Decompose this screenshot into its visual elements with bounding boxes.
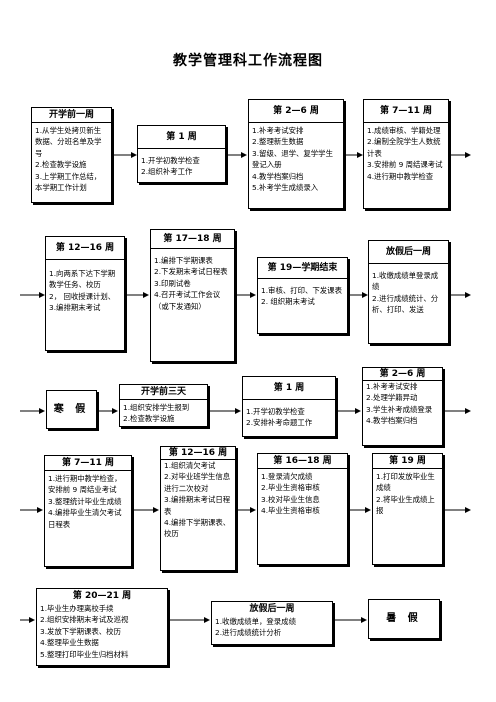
stage-item: 2.进行成绩统计、分析、打印、发送: [372, 293, 439, 315]
stage-header: 放假后一周: [369, 241, 448, 264]
stage-header: 开学前一周: [32, 108, 111, 123]
stage-item: 3.印刷试卷: [154, 278, 191, 288]
stage-item: 1.审核、打印、下发课表: [261, 286, 342, 295]
stage-box-week-20-21: 第 20—21 周 1.毕业生办理离校手续 2.组织安排期末考试及巡视 3.发放…: [36, 588, 168, 666]
stage-item: 3.编排期末考试日程表: [164, 495, 231, 516]
stage-header: 第 16—18 周: [258, 454, 347, 469]
stage-header: 第 1 周: [138, 126, 225, 149]
stage-item: 5.整理打印毕业生归档材料: [40, 649, 129, 659]
stage-item: 4.毕业生资格审核: [261, 506, 320, 516]
stage-item: 2， 回收授课计划、: [49, 291, 116, 301]
stage-header: 第 12—16 周: [46, 237, 124, 260]
stage-header: 放假后一周: [249, 604, 295, 614]
stage-box-post-exam-week-summer: 放假后一周 1.收缴成绩单，登录成绩 2.进行成绩统计分析: [211, 601, 333, 645]
stage-item: 1.补考考试安排: [366, 382, 418, 391]
stage-item: 2.处理学籍异动: [366, 393, 418, 403]
stage-item: 4.进行期中教学检查: [367, 171, 434, 181]
stage-item: 5.补考学生成绩录入: [252, 183, 319, 193]
stage-box-pre-semester: 开学前一周 1.从学生处拷贝新生数据、分班名单及学号 2.检查教学设施 3.上学…: [31, 107, 112, 203]
stage-box-summer-break: 暑 假: [368, 599, 440, 639]
stage-item: 1.毕业生办理离校手续: [40, 604, 114, 613]
stage-item: 1.补考考试安排: [252, 126, 304, 135]
stage-box-winter-break: 寒 假: [46, 390, 97, 429]
stage-item: 2.毕业生资格审核: [261, 483, 320, 493]
stage-item: 1.编排下学期课表: [154, 256, 213, 265]
stage-item: 2.将毕业生成绩上报: [376, 494, 435, 516]
stage-box-post-exam-week: 放假后一周 1.收缴成绩单登录成绩 2.进行成绩统计、分析、打印、发送: [368, 240, 449, 344]
stage-header: 第 7—11 周: [364, 100, 448, 123]
stage-item: 4.编排毕业生清欠考试日程表: [48, 508, 122, 529]
stage-item: 1.进行期中教学检查，安排前 9 周结业考试: [48, 474, 122, 495]
stage-box-week-16-18: 第 16—18 周 1.登录清欠成绩 2.毕业生资格审核 3.校对毕业生信息 4…: [257, 453, 348, 565]
stage-box-week-7-11: 第 7—11 周 1.成绩审核、学籍处理 2.编制全院学生人数统计表 3.安排前…: [363, 99, 449, 209]
stage-item: 3.上学期工作总结，本学期工作计划: [35, 171, 102, 193]
stage-item: 1.成绩审核、学籍处理: [367, 126, 441, 135]
stage-box-week-1: 第 1 周 1.开学初教学检查 2.组织补考工作: [137, 125, 226, 183]
stage-item: 3.整理统计毕业生成绩: [48, 496, 122, 506]
stage-item: 3.发放下学期课表、校历: [40, 626, 121, 636]
stage-item: 3.编排期末考试: [49, 303, 101, 313]
stage-header: 寒 假: [53, 404, 90, 415]
stage-item: 4.整理毕业生数据: [40, 638, 99, 648]
stage-item: 4.召开考试工作会议（或下发通知）: [154, 290, 221, 311]
stage-item: 1.从学生处拷贝新生数据、分班名单及学号: [35, 126, 102, 158]
stage-item: 1.组织清欠考试: [164, 461, 216, 470]
stage-item: 2.整理新生数据: [252, 137, 304, 147]
stage-item: 2.组织补考工作: [141, 167, 193, 177]
stage-item: 1.收缴成绩单登录成绩: [372, 271, 439, 292]
stage-item: 2.进行成绩统计分析: [215, 628, 282, 638]
stage-item: 2.下发期末考试日程表: [154, 267, 228, 277]
stage-header: 第 1 周: [243, 377, 335, 400]
stage-header: 第 19—学期结束: [258, 258, 347, 279]
stage-item: 1.开学初教学检查: [246, 407, 305, 416]
stage-header: 第 19 周: [373, 454, 442, 469]
page-title: 教学管理科工作流程图: [173, 53, 323, 69]
stage-box-week-2-6-spring: 第 2—6 周 1.补考考试安排 2.处理学籍异动 3.学生补考成绩登录 4.教…: [362, 367, 443, 446]
stage-item: 2.组织安排期末考试及巡视: [40, 615, 129, 625]
stage-item: 3.安排前 9 周结课考试: [367, 160, 443, 170]
stage-box-week-2-6: 第 2—6 周 1.补考考试安排 2.整理新生数据 3.留级、退学、复学学生登记…: [248, 99, 344, 209]
stage-item: 1.收缴成绩单，登录成绩: [215, 617, 296, 626]
stage-header: 第 2—6 周: [249, 100, 343, 123]
stage-item: 2.安排补考命题工作: [246, 418, 313, 428]
stage-box-week-1-spring: 第 1 周 1.开学初教学检查 2.安排补考命题工作: [242, 376, 336, 437]
stage-item: 1.开学初教学检查: [141, 156, 200, 165]
stage-box-week-7-11-spring: 第 7—11 周 1.进行期中教学检查，安排前 9 周结业考试 3.整理统计毕业…: [44, 455, 132, 567]
stage-item: 2.编制全院学生人数统计表: [367, 137, 441, 158]
stage-item: 1.登录清欠成绩: [261, 472, 313, 481]
stage-box-week-12-16-spring: 第 12—16 周 1.组织清欠考试 2.对毕业班学生信息进行二次校对 3.编排…: [160, 446, 236, 571]
stage-header: 开学前三天: [120, 385, 207, 400]
stage-header: 第 7—11 周: [45, 456, 131, 471]
stage-item: 2.检查教学设施: [123, 414, 175, 424]
stage-item: 4.教学档案归档: [252, 171, 304, 181]
stage-item: 4.教学档案归档: [366, 416, 418, 426]
stage-item: 1.向两系下达下学期教学任务、校历: [49, 269, 116, 290]
stage-box-three-days-before: 开学前三天 1.组织安排学生报到 2.检查教学设施: [119, 384, 208, 427]
stage-header: 暑 假: [386, 613, 422, 624]
stage-box-week-19-spring: 第 19 周 1.打印发放毕业生成绩 2.将毕业生成绩上报: [372, 453, 443, 565]
stage-box-week-12-16: 第 12—16 周 1.向两系下达下学期教学任务、校历 2， 回收授课计划、 3…: [45, 236, 125, 351]
stage-item: 1.组织安排学生报到: [123, 403, 190, 412]
stage-item: 3.校对毕业生信息: [261, 494, 320, 504]
stage-header: 第 2—6 周: [363, 368, 442, 381]
stage-item: 2. 组织期末考试: [261, 297, 315, 307]
stage-header: 第 20—21 周: [72, 591, 132, 601]
stage-item: 3.留级、退学、复学学生登记入册: [252, 148, 333, 170]
stage-box-week-17-18: 第 17—18 周 1.编排下学期课表 2.下发期末考试日程表 3.印刷试卷 4…: [150, 229, 235, 362]
stage-item: 2.对毕业班学生信息进行二次校对: [164, 472, 231, 493]
stage-box-week-19-end: 第 19—学期结束 1.审核、打印、下发课表 2. 组织期末考试: [257, 257, 348, 334]
stage-header: 第 17—18 周: [151, 230, 234, 249]
stage-header: 第 12—16 周: [161, 447, 235, 460]
stage-item: 3.学生补考成绩登录: [366, 404, 433, 414]
stage-item: 2.检查教学设施: [35, 160, 87, 170]
stage-item: 4.编排下学期课表、校历: [164, 518, 231, 539]
stage-item: 1.打印发放毕业生成绩: [376, 472, 435, 493]
